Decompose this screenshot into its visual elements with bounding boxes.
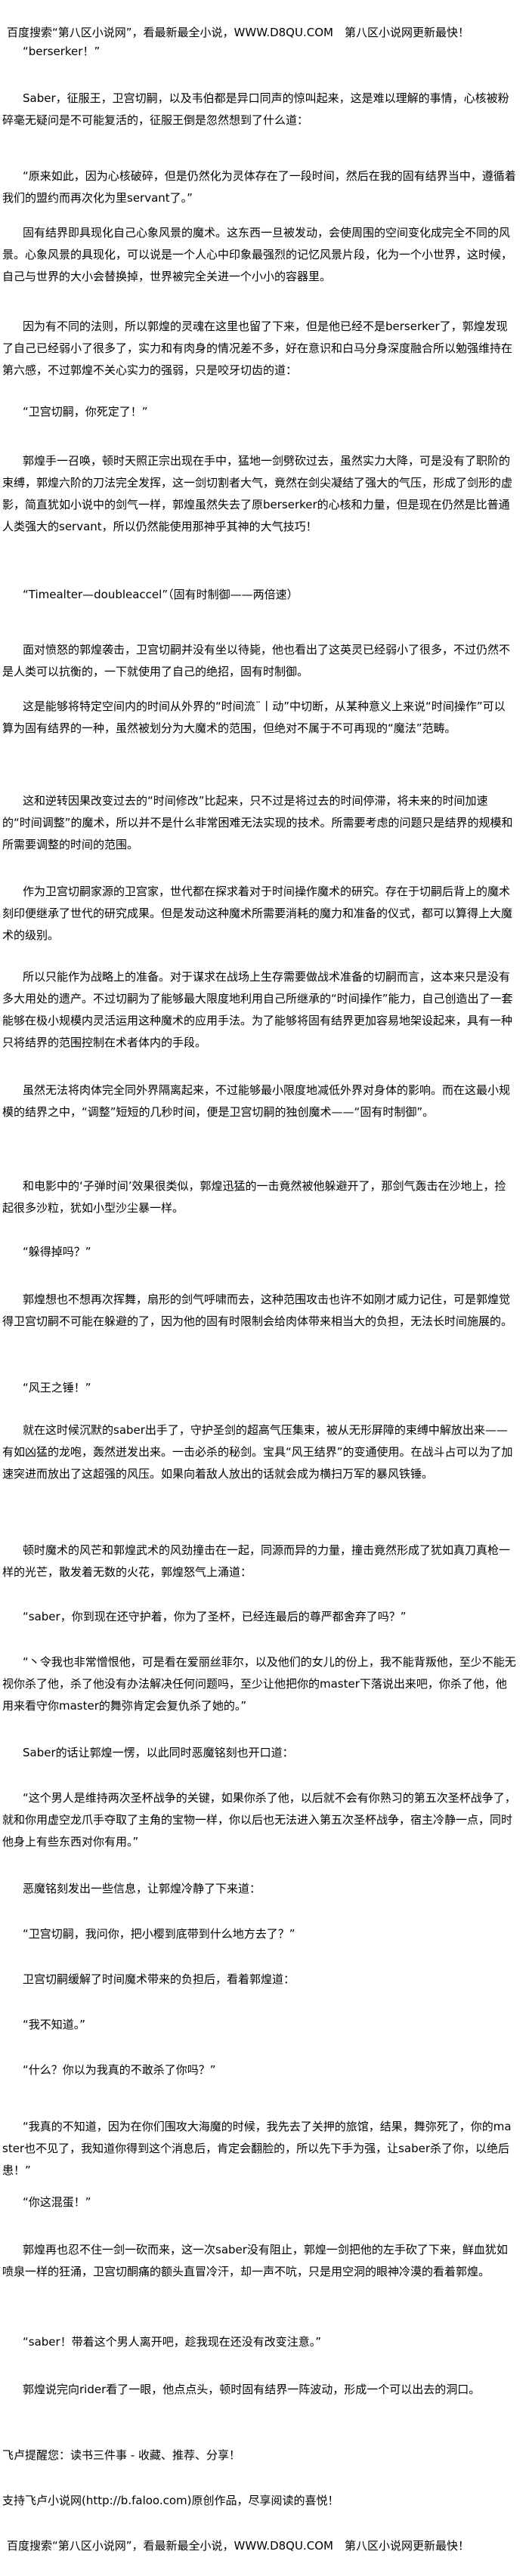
paragraph: “这个男人是维持两次圣杯战争的关键，如果你杀了他，以后就不会有你熟习的第五次圣杯… bbox=[2, 1791, 516, 1849]
paragraph: Saber，征服王，卫宫切嗣，以及韦伯都是异口同声的惊叫起来，这是难以理解的事情… bbox=[2, 91, 509, 127]
paragraph: “我真的不知道，因为在你们围攻大海魔的时候，我先去了关押的旅馆，结果，舞弥死了，… bbox=[2, 2120, 512, 2177]
paragraph: “saber，你到现在还守护着，你为了圣杯，已经连最后的尊严都舍弃了吗？” bbox=[23, 1610, 407, 1623]
paragraph: “berserker！” bbox=[23, 45, 101, 58]
paragraph: 郭煌想也不想再次挥舞，扇形的剑气呼啸而去，这种范围攻击也许不如刚才威力记住，可是… bbox=[2, 1293, 513, 1328]
support-notice: 支持飞卢小说网(http://b.faloo.com)原创作品，尽享阅读的喜悦！ bbox=[2, 2494, 339, 2507]
paragraph: 卫宫切嗣缓解了时间魔术带来的负担后，看着郭煌道： bbox=[23, 1972, 295, 1986]
paragraph: “躲得掉吗？” bbox=[23, 1245, 91, 1259]
paragraph: 所以只能作为战略上的准备。对于谋求在战场上生存需要做战术准备的切嗣而言，这本来只… bbox=[2, 970, 513, 1049]
site-banner-bottom: 百度搜索“第八区小说网”，看最新最全小说，WWW.D8QU.COM 第八区小说网… bbox=[7, 2539, 469, 2553]
paragraph: 郭煌手一召唤，顿时天照正宗出现在手中，猛地一剑劈砍过去，虽然实力大降，可是没有了… bbox=[2, 454, 513, 533]
paragraph: 就在这时候沉默的saber出手了，守护圣剑的超高气压集束，被从无形屏障的束缚中解… bbox=[2, 1423, 513, 1481]
paragraph: 虽然无法将肉体完全同外界隔离起来，不过能够最小限度地减低外界对身体的影响。而在这… bbox=[2, 1083, 511, 1119]
paragraph: Saber的话让郭煌一愣，以此同时恶魔铭刻也开口道： bbox=[23, 1746, 294, 1759]
paragraph: “你这混蛋！” bbox=[23, 2195, 91, 2209]
paragraph: 顿时魔术的风芒和郭煌武术的风劲撞击在一起，同源而异的力量，撞击竟然形成了犹如真刀… bbox=[2, 1543, 511, 1579]
reading-reminder: 飞卢提醒您：读书三件事 - 收藏、推荐、分享！ bbox=[2, 2448, 240, 2462]
paragraph: “风王之锤！” bbox=[23, 1381, 91, 1395]
site-banner-top: 百度搜索“第八区小说网”，看最新最全小说，WWW.D8QU.COM 第八区小说网… bbox=[7, 26, 469, 39]
paragraph: “卫宫切嗣，我问你，把小樱到底带到什么地方去了？” bbox=[23, 1927, 295, 1941]
paragraph: “Timealter—doubleaccel”（固有时制御——两倍速） bbox=[23, 588, 299, 601]
paragraph: 郭煌说完向rider看了一眼，他点点头，顿时固有结界一阵波动，形成一个可以出去的… bbox=[23, 2383, 481, 2396]
paragraph: “saber！带着这个男人离开吧，趁我现在还没有改变注意。” bbox=[23, 2335, 321, 2349]
paragraph: “什么？你以为我真的不敢杀了你吗？” bbox=[23, 2063, 216, 2077]
paragraph: 作为卫宫切嗣家源的卫宫家，世代都在探求着对于时间操作魔术的研究。存在于切嗣后背上… bbox=[2, 885, 513, 942]
paragraph: 固有结界即具现化自己心象风景的魔术。这东西一旦被发动，会使周围的空间变化成完全不… bbox=[2, 226, 513, 283]
paragraph: 因为有不同的法则，所以郭煌的灵魂在这里也留了下来，但是他已经不是berserke… bbox=[2, 320, 513, 377]
paragraph: “卫宫切嗣，你死定了！” bbox=[23, 405, 148, 419]
paragraph: “原来如此，因为心核破碎，但是仍然化为灵体存在了一段时间，然后在我的固有结界当中… bbox=[2, 169, 516, 205]
paragraph: “我不知道。” bbox=[23, 2018, 86, 2031]
paragraph: 面对愤怒的郭煌袭击，卫宫切嗣并没有坐以待毙，他也看出了这英灵已经弱小了很多，不过… bbox=[2, 643, 511, 678]
paragraph: 和电影中的‘子弹时间’效果很类似，郭煌迅猛的一击竟然被他躲避开了，那剑气轰击在沙… bbox=[2, 1179, 506, 1215]
paragraph: 这和逆转因果改变过去的“时间修改”比起来，只不过是将过去的时间停滞，将未来的时间… bbox=[2, 794, 513, 851]
paragraph: 这是能够将特定空间内的时间从外界的“时间流¨丨动”中切断，从某种意义上来说“时间… bbox=[2, 700, 506, 735]
paragraph: 恶魔铭刻发出一些信息，让郭煌冷静了下来道： bbox=[23, 1882, 261, 1895]
paragraph: 郭煌再也忍不住一剑一砍而来，这一次saber没有阻止，郭煌一剑把他的左手砍了下来… bbox=[2, 2243, 508, 2278]
paragraph: “丶令我也非常憎恨他，可是看在爱丽丝菲尔，以及他们的女儿的份上，我不能背叛他，至… bbox=[2, 1655, 516, 1713]
